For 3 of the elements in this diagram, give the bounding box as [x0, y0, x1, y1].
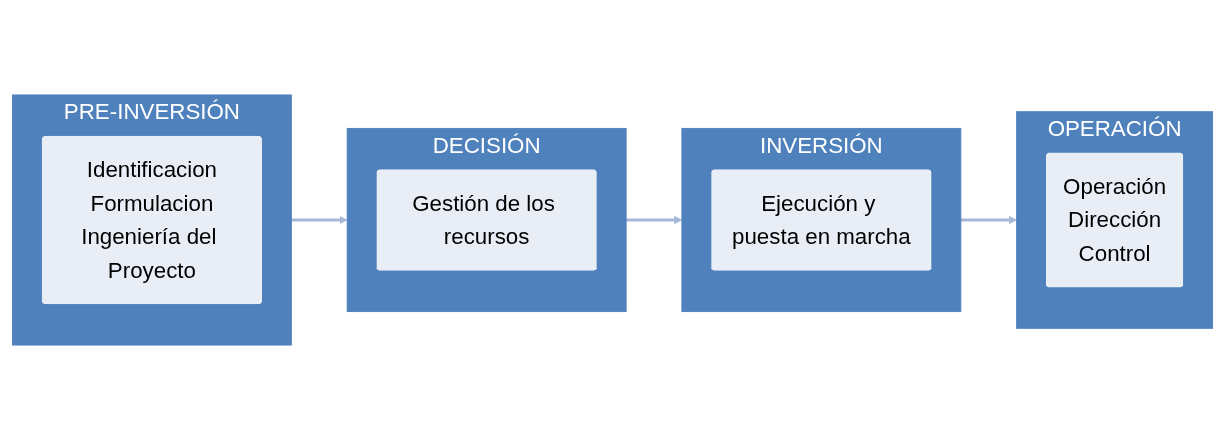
arrow: [960, 215, 1017, 225]
arrow: [291, 215, 348, 225]
arrow: [626, 215, 683, 225]
